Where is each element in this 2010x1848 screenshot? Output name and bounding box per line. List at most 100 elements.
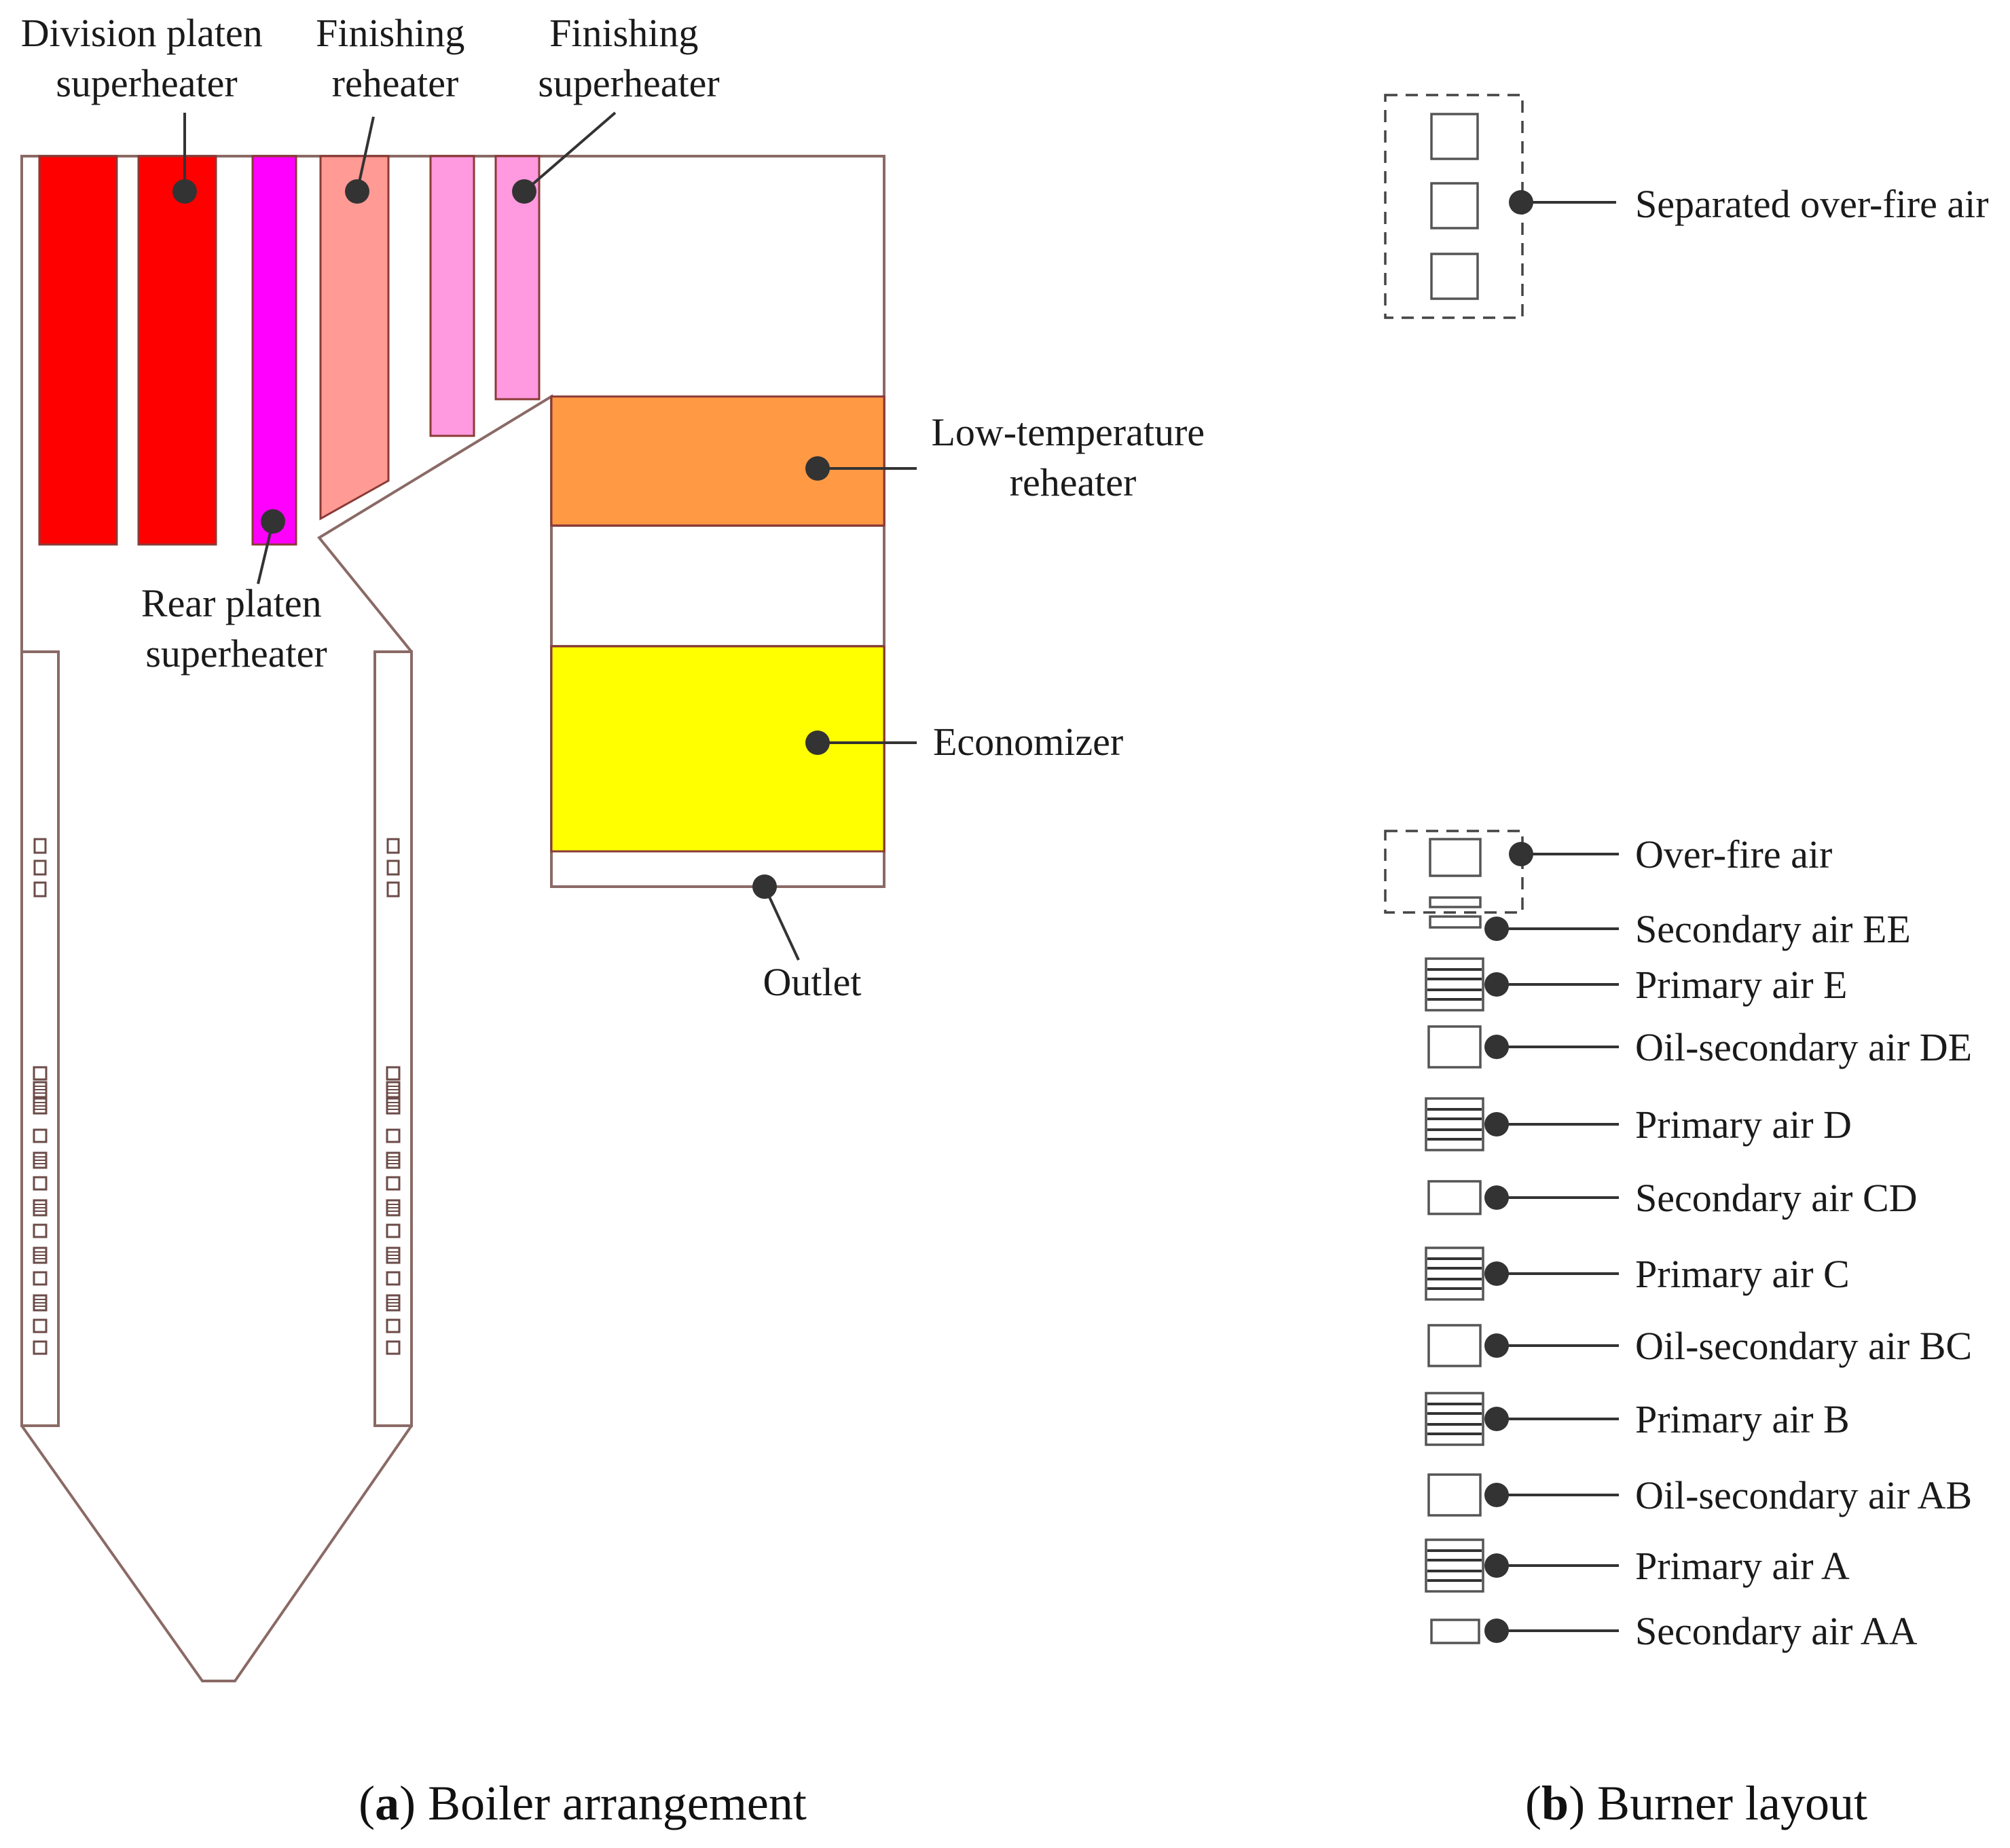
- secondary-nozzle: [33, 1223, 48, 1238]
- separated-ofa-port-3: [1430, 253, 1479, 300]
- ofa-nozzle: [386, 881, 400, 898]
- secondary-nozzle: [386, 1223, 401, 1238]
- burner-row: Oil-secondary air DE: [1427, 1025, 1972, 1069]
- low-temperature-reheater-block: [550, 395, 885, 527]
- outlet-label: Outlet: [763, 960, 862, 1004]
- burner-row-marker: [1484, 1035, 1509, 1059]
- oil-secondary-air-port: [1427, 1324, 1482, 1367]
- outlet-leader: [763, 886, 800, 961]
- finishing-reheater-panel: [319, 155, 390, 521]
- division-platen-marker: [172, 179, 197, 204]
- outlet-marker: [752, 874, 777, 899]
- secondary-nozzle: [33, 1066, 48, 1081]
- burner-row: Primary air B: [1425, 1392, 1850, 1446]
- economizer-block: [550, 645, 885, 853]
- separated-ofa-label: Separated over-fire air: [1635, 182, 1989, 226]
- economizer-label: Economizer: [933, 720, 1123, 764]
- ofa-nozzle: [33, 881, 47, 898]
- burner-row: Primary air E: [1425, 957, 1847, 1012]
- burner-row: Over-fire air: [1429, 832, 1832, 908]
- burner-layout-panel: Separated over-fire air Over-fire airSec…: [1384, 94, 1989, 1653]
- caption-a: (a) Boiler arrangement: [359, 1776, 807, 1830]
- oil-secondary-air-port: [1427, 1473, 1482, 1517]
- burner-row-marker: [1484, 1483, 1509, 1507]
- burner-row: Secondary air CD: [1427, 1176, 1918, 1220]
- secondary-nozzle: [386, 1128, 401, 1143]
- secondary-nozzle: [33, 1271, 48, 1286]
- finishing-reheater-leader: [356, 116, 375, 192]
- finishing-superheater-panel-1: [429, 155, 475, 437]
- secondary-air-port: [1427, 1180, 1482, 1215]
- rear-platen-label: Rear platen superheater: [141, 581, 331, 676]
- left-wall-burner-nozzles: [33, 838, 48, 1355]
- economizer-marker: [805, 731, 830, 755]
- burner-row: Secondary air EE: [1429, 907, 1911, 951]
- ofa-nozzle: [33, 838, 47, 854]
- rear-platen-marker: [261, 509, 285, 534]
- low-temp-reheater-label: Low-temperature reheater: [931, 410, 1214, 504]
- primary-air-port: [1425, 1097, 1484, 1151]
- low-temp-reheater-marker: [805, 456, 830, 481]
- rear-platen-panel: [251, 155, 297, 546]
- burner-row-marker: [1484, 1407, 1509, 1431]
- secondary-air-port: [1429, 915, 1482, 929]
- burner-row-label: Oil-secondary air BC: [1635, 1324, 1972, 1368]
- left-water-wall: [20, 650, 60, 1427]
- secondary-nozzle: [386, 1271, 401, 1286]
- secondary-nozzle: [33, 1340, 48, 1355]
- primary-air-port: [1425, 1392, 1484, 1446]
- right-wall-burner-nozzles: [386, 838, 401, 1355]
- ofa-nozzle: [386, 860, 400, 876]
- primary-air-port: [1425, 1538, 1484, 1593]
- burner-row-label: Secondary air CD: [1635, 1176, 1918, 1220]
- burner-row-marker: [1484, 917, 1509, 941]
- primary-air-port: [1425, 1246, 1484, 1301]
- ofa-group-box: [1384, 830, 1524, 914]
- ofa-nozzle: [33, 860, 47, 876]
- burner-row-label: Primary air B: [1635, 1397, 1850, 1441]
- secondary-air-port: [1430, 1619, 1480, 1644]
- burner-row: Primary air C: [1425, 1246, 1850, 1301]
- secondary-nozzle: [386, 1066, 401, 1081]
- division-platen-label: Division platen superheater: [21, 11, 273, 105]
- finishing-superheater-leader: [523, 111, 617, 193]
- burner-row-marker: [1484, 972, 1509, 997]
- right-water-wall: [373, 650, 413, 1427]
- burner-row-label: Primary air C: [1635, 1252, 1850, 1296]
- division-platen-panel-2: [137, 155, 217, 546]
- division-platen-panel-1: [38, 155, 118, 546]
- over-fire-air-slot: [1429, 896, 1482, 908]
- burner-row: Secondary air AA: [1430, 1609, 1918, 1653]
- finishing-superheater-marker: [512, 179, 536, 204]
- burner-row-label: Over-fire air: [1635, 832, 1832, 876]
- boiler-arrangement-panel: Division platen superheater Finishing re…: [20, 11, 1214, 1682]
- secondary-nozzle: [386, 1176, 401, 1191]
- burner-row-marker: [1484, 1553, 1509, 1578]
- burner-row-label: Secondary air AA: [1635, 1609, 1918, 1653]
- over-fire-air-port: [1429, 838, 1482, 877]
- separated-ofa-marker: [1509, 190, 1533, 215]
- secondary-nozzle: [33, 1318, 48, 1333]
- burner-row: Primary air A: [1425, 1538, 1850, 1593]
- oil-secondary-air-port: [1427, 1025, 1482, 1069]
- secondary-nozzle: [386, 1318, 401, 1333]
- burner-row-marker: [1484, 1112, 1509, 1136]
- finishing-superheater-label: Finishing superheater: [538, 11, 719, 105]
- burner-row: Oil-secondary air BC: [1427, 1324, 1972, 1368]
- burner-row-marker: [1484, 1185, 1509, 1210]
- burner-row-label: Secondary air EE: [1635, 907, 1911, 951]
- primary-air-port: [1425, 957, 1484, 1012]
- caption-b: (b) Burner layout: [1525, 1776, 1867, 1830]
- burner-row: Oil-secondary air AB: [1427, 1473, 1972, 1517]
- burner-row-label: Oil-secondary air AB: [1635, 1473, 1972, 1517]
- separated-ofa-port-1: [1430, 113, 1479, 160]
- finishing-reheater-label: Finishing reheater: [316, 11, 475, 105]
- burner-row-marker: [1484, 1333, 1509, 1358]
- separated-ofa-port-2: [1430, 182, 1479, 229]
- finishing-reheater-marker: [345, 179, 369, 204]
- burner-row-label: Primary air A: [1635, 1544, 1850, 1588]
- burner-row-marker: [1484, 1261, 1509, 1286]
- burner-row-marker: [1509, 842, 1533, 866]
